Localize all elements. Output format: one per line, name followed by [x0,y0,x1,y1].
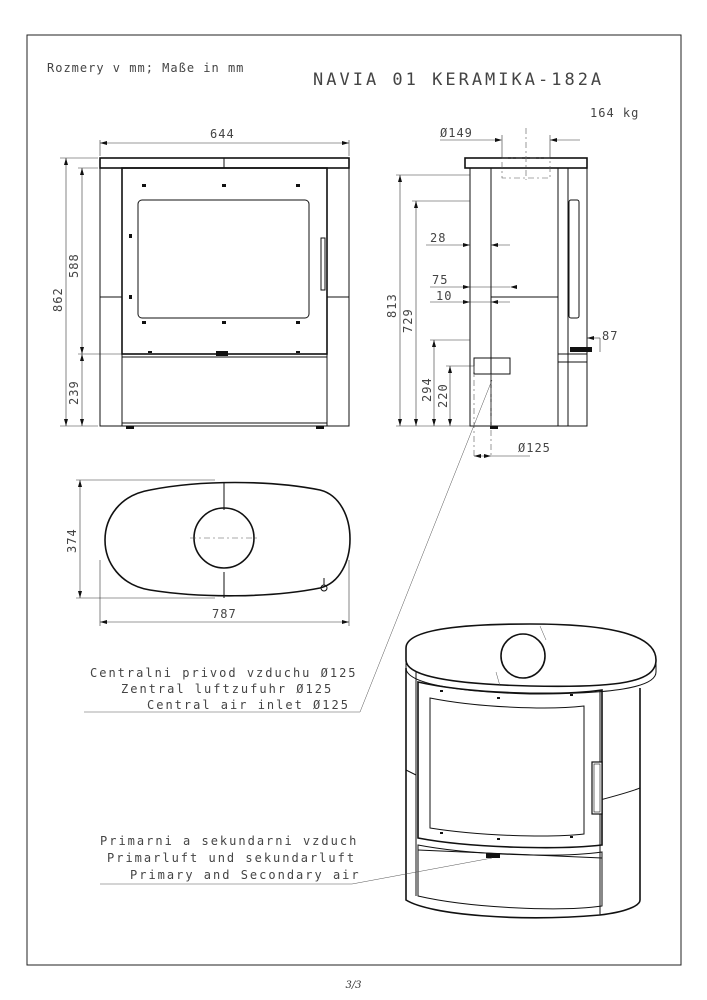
side-body [469,168,569,427]
dim-height-lower: 239 [67,380,81,405]
front-ash-drawer [121,356,328,424]
dim-side-87: 87 [602,329,618,343]
model-title: NAVIA 01 KERAMIKA-182A [313,70,604,90]
iso-body [405,668,641,919]
label-primary-air-de: Primarluft und sekundarluft [107,851,356,865]
iso-glass [429,697,585,837]
dim-side-220: 220 [436,383,450,408]
dim-side-813: 813 [385,293,399,318]
label-central-air-cz: Centralni privod vzduchu Ø125 [90,666,358,680]
iso-door [417,680,603,849]
label-central-air-de: Zentral luftzufuhr Ø125 [121,682,333,696]
units-note: Rozmery v mm; Maße in mm [47,61,244,75]
dim-height-total: 862 [51,287,65,312]
front-view: 644 862 588 239 [51,127,350,429]
dim-side-10: 10 [436,289,452,303]
iso-ash-drawer [417,844,603,910]
front-air-lever [216,351,228,356]
label-primary-air-en: Primary and Secondary air [130,868,361,882]
dim-height-upper: 588 [67,253,81,278]
page-number: 3/3 [345,980,362,991]
dim-side-28: 28 [430,231,446,245]
dim-width-top: 787 [212,607,237,621]
label-primary-air-cz: Primarni a sekundarni vzduch [100,834,358,848]
sheet-border [26,34,682,966]
dim-side-75: 75 [432,273,448,287]
front-glass [137,199,310,319]
iso-door-handle [591,761,603,815]
dim-width-front: 644 [210,127,235,141]
dim-flue-diameter: Ø149 [440,126,473,140]
dim-side-294: 294 [420,377,434,402]
weight-label: 164 kg [590,106,639,120]
label-central-air-en: Central air inlet Ø125 [147,698,350,712]
top-view: 374 787 [65,479,351,626]
top-view-outline [104,481,351,597]
side-air-inlet [473,357,511,375]
dim-depth-top: 374 [65,528,79,553]
side-ceramic-panel [557,167,588,427]
side-view: Ø149 813 729 28 75 10 294 220 [385,126,618,458]
iso-flue [500,633,546,679]
front-door-handle [320,237,326,291]
annotation-leaders [84,379,493,885]
front-door [121,167,328,355]
isometric-view [405,623,657,919]
dim-side-729: 729 [401,308,415,333]
dim-air-inlet-diameter: Ø125 [518,441,551,455]
